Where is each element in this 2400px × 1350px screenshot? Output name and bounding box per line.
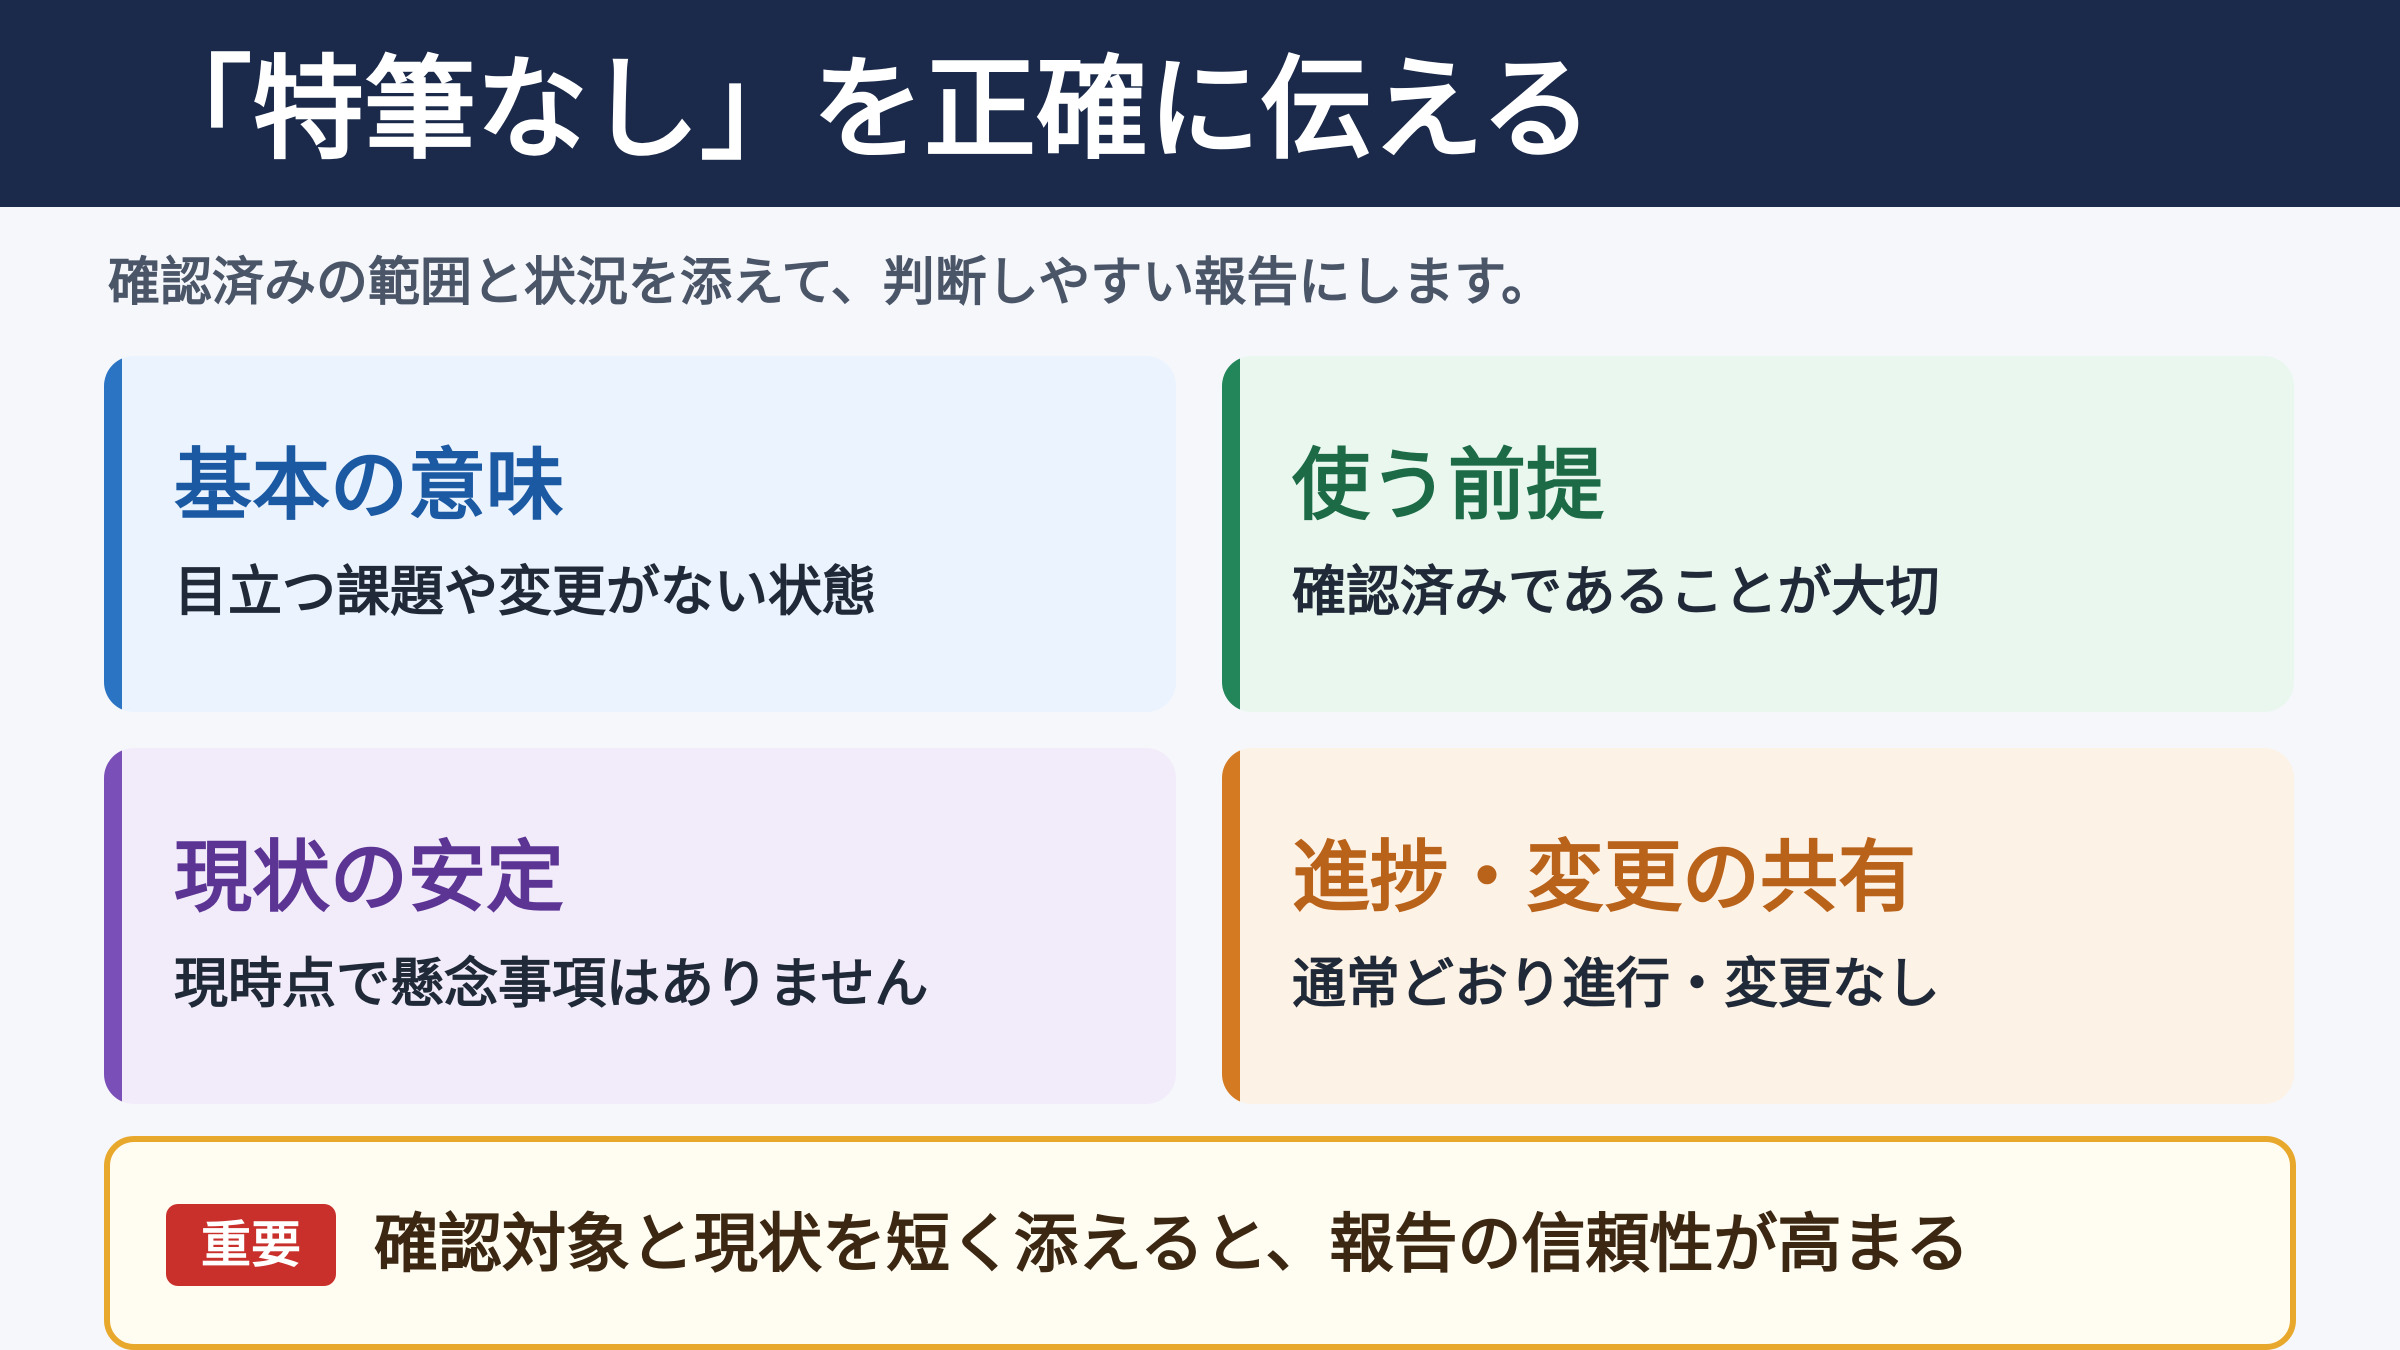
card-basic-meaning: 基本の意味 目立つ課題や変更がない状態 [104,356,1176,712]
page-title: 「特筆なし」を正確に伝える [140,45,1593,175]
important-badge: 重要 [166,1204,336,1286]
card-text: 確認済みであることが大切 [1292,560,1940,623]
header-bar: 「特筆なし」を正確に伝える [0,0,2400,207]
card-current-stability: 現状の安定 現時点で懸念事項はありません [104,748,1176,1104]
card-progress-sharing: 進捗・変更の共有 通常どおり進行・変更なし [1222,748,2294,1104]
card-usage-premise: 使う前提 確認済みであることが大切 [1222,356,2294,712]
card-accent-bar [104,356,122,712]
card-title: 現状の安定 [174,833,565,923]
card-title: 進捗・変更の共有 [1292,833,1917,923]
card-text: 目立つ課題や変更がない状態 [174,560,876,623]
card-accent-bar [104,748,122,1104]
card-title: 使う前提 [1292,441,1605,531]
card-title: 基本の意味 [174,441,565,531]
card-text: 通常どおり進行・変更なし [1292,952,1940,1015]
important-note-text: 確認対象と現状を短く添えると、報告の信頼性が高まる [374,1208,1970,1282]
card-accent-bar [1222,748,1240,1104]
page-subtitle: 確認済みの範囲と状況を添えて、判断しやすい報告にします。 [108,253,1554,313]
card-accent-bar [1222,356,1240,712]
card-text: 現時点で懸念事項はありません [174,952,929,1015]
important-note: 重要 確認対象と現状を短く添えると、報告の信頼性が高まる [104,1136,2296,1350]
